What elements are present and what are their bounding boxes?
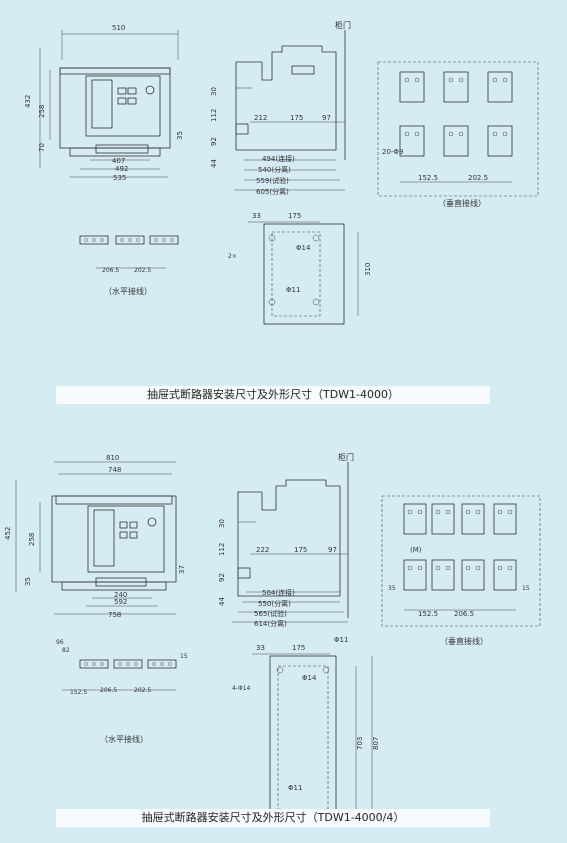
top-horiz-dim1: 206.5 bbox=[102, 267, 119, 274]
top-vert-dim3: 20-Φ9 bbox=[382, 148, 403, 156]
bot-vert-dim1: 152.5 bbox=[418, 610, 438, 618]
top-front-rsmall: 35 bbox=[176, 131, 184, 140]
bot-vert-label: （垂直接线） bbox=[440, 636, 488, 646]
bot-front-w: 810 bbox=[106, 454, 119, 462]
top-side-row4: 605(分离) bbox=[256, 187, 289, 196]
bot-side-175: 175 bbox=[294, 546, 307, 554]
top-front-view: 510 432 258 70 35 407 492 535 bbox=[24, 24, 184, 182]
bot-side-door: 柜门 bbox=[338, 452, 354, 462]
bot-horiz-82: 82 bbox=[62, 647, 70, 654]
bot-front-rsmall: 37 bbox=[178, 565, 186, 574]
bot-horiz-dim3: 202.5 bbox=[134, 687, 151, 694]
bot-cut-phi11top: Φ11 bbox=[334, 636, 348, 644]
top-front-b3: 535 bbox=[113, 174, 126, 182]
top-side-212: 212 bbox=[254, 114, 267, 122]
top-side-door: 柜门 bbox=[335, 20, 351, 30]
top-horizontal-wiring: 206.5 202.5 （水平接线） bbox=[79, 235, 179, 296]
bot-horiz-label: （水平接线） bbox=[100, 734, 148, 744]
bot-front-wmid: 748 bbox=[108, 466, 121, 474]
bot-front-b1: 240 bbox=[114, 591, 127, 599]
bot-side-97: 97 bbox=[328, 546, 337, 554]
top-side-d4: 44 bbox=[210, 159, 218, 168]
top-cut-phi14: Φ14 bbox=[296, 244, 311, 252]
top-side-d3: 92 bbox=[210, 137, 218, 146]
bottom-panel: 810 748 452 258 35 37 240 592 758 柜门 30 … bbox=[0, 440, 567, 839]
bot-front-hlow: 35 bbox=[24, 577, 32, 586]
top-panel-cutout: 33 175 Φ14 Φ11 2× 310 bbox=[228, 212, 372, 325]
top-side-view: 柜门 30 112 92 44 212 175 97 494(连接) 540(分… bbox=[210, 20, 351, 196]
top-vert-dim1: 152.5 bbox=[418, 174, 438, 182]
bottom-front-view: 810 748 452 258 35 37 240 592 758 bbox=[4, 454, 186, 619]
top-side-row2: 540(分离) bbox=[258, 165, 291, 174]
bot-horiz-96: 96 bbox=[56, 639, 64, 646]
bot-side-row1: 504(连接) bbox=[262, 588, 295, 597]
bot-side-d4: 44 bbox=[218, 597, 226, 606]
bot-side-row2: 550(分离) bbox=[258, 599, 291, 608]
top-cut-phi11: Φ11 bbox=[286, 286, 300, 294]
bot-vert-dim4: 15 bbox=[522, 585, 530, 592]
bot-cut-33: 33 bbox=[256, 644, 265, 652]
top-cut-175: 175 bbox=[288, 212, 301, 220]
top-drawing: 510 432 258 70 35 407 492 535 柜门 30 112 … bbox=[24, 20, 539, 325]
bot-front-hmid: 258 bbox=[28, 533, 36, 546]
bottom-caption: 抽屉式断路器安装尺寸及外形尺寸（TDW1-4000/4） bbox=[56, 809, 490, 827]
bot-side-d2: 112 bbox=[218, 543, 226, 556]
top-side-175: 175 bbox=[290, 114, 303, 122]
top-side-d1: 30 bbox=[210, 87, 218, 96]
top-vertical-wiring: 20-Φ9 152.5 202.5 （垂直接线） bbox=[377, 61, 539, 208]
top-front-h: 432 bbox=[24, 95, 32, 108]
top-horiz-label: （水平接线） bbox=[104, 286, 152, 296]
top-caption: 抽屉式断路器安装尺寸及外形尺寸（TDW1-4000） bbox=[56, 386, 490, 404]
bot-side-row4: 614(分离) bbox=[254, 619, 287, 628]
top-side-row3: 559(试验) bbox=[256, 176, 289, 185]
bot-vert-dim3: 35 bbox=[388, 585, 396, 592]
top-side-d2: 112 bbox=[210, 109, 218, 122]
top-vert-label: （垂直接线） bbox=[438, 198, 486, 208]
bot-side-222: 222 bbox=[256, 546, 269, 554]
bot-cut-h1: 703 bbox=[356, 737, 364, 750]
bot-horiz-dim2: 206.5 bbox=[100, 687, 117, 694]
top-front-b1: 407 bbox=[112, 157, 125, 165]
bot-cut-175: 175 bbox=[292, 644, 305, 652]
top-horiz-dim2: 202.5 bbox=[134, 267, 151, 274]
bot-front-h: 452 bbox=[4, 527, 12, 540]
top-panel: 510 432 258 70 35 407 492 535 柜门 30 112 … bbox=[0, 0, 567, 420]
top-side-row1: 494(连接) bbox=[262, 154, 295, 163]
bottom-vertical-wiring: (M) 152.5 206.5 35 15 （垂直接线） bbox=[381, 495, 541, 646]
bot-side-d1: 30 bbox=[218, 519, 226, 528]
top-cut-33: 33 bbox=[252, 212, 261, 220]
top-front-hlow: 70 bbox=[38, 143, 46, 152]
bot-front-b2: 592 bbox=[114, 598, 127, 606]
bot-side-row3: 565(试验) bbox=[254, 609, 287, 618]
bottom-side-view: 柜门 30 112 92 44 222 175 97 504(连接) 550(分… bbox=[218, 452, 354, 628]
bot-front-b3: 758 bbox=[108, 611, 121, 619]
bot-vert-dim2: 206.5 bbox=[454, 610, 474, 618]
top-front-w: 510 bbox=[112, 24, 125, 32]
bot-cut-wnote: 4-Φ14 bbox=[232, 685, 251, 692]
top-cut-h: 310 bbox=[364, 263, 372, 276]
bot-cut-phi14: Φ14 bbox=[302, 674, 317, 682]
top-side-97: 97 bbox=[322, 114, 331, 122]
top-front-b2: 492 bbox=[115, 165, 128, 173]
bot-cut-h2: 807 bbox=[372, 737, 380, 750]
bot-horiz-dim1: 152.5 bbox=[70, 689, 87, 696]
top-front-hmid: 258 bbox=[38, 105, 46, 118]
bot-horiz-15: 15 bbox=[180, 653, 188, 660]
top-vert-dim2: 202.5 bbox=[468, 174, 488, 182]
top-cut-wnote: 2× bbox=[228, 253, 237, 260]
bot-vert-m: (M) bbox=[410, 546, 422, 554]
bottom-horizontal-wiring: 96 82 15 152.5 206.5 202.5 （水平接线） bbox=[56, 639, 188, 744]
bottom-drawing: 810 748 452 258 35 37 240 592 758 柜门 30 … bbox=[4, 452, 541, 827]
bottom-panel-cutout: 33 175 Φ11 Φ14 Φ11 4-Φ14 703 807 bbox=[232, 636, 380, 827]
bot-cut-phi11: Φ11 bbox=[288, 784, 302, 792]
bot-side-d3: 92 bbox=[218, 573, 226, 582]
